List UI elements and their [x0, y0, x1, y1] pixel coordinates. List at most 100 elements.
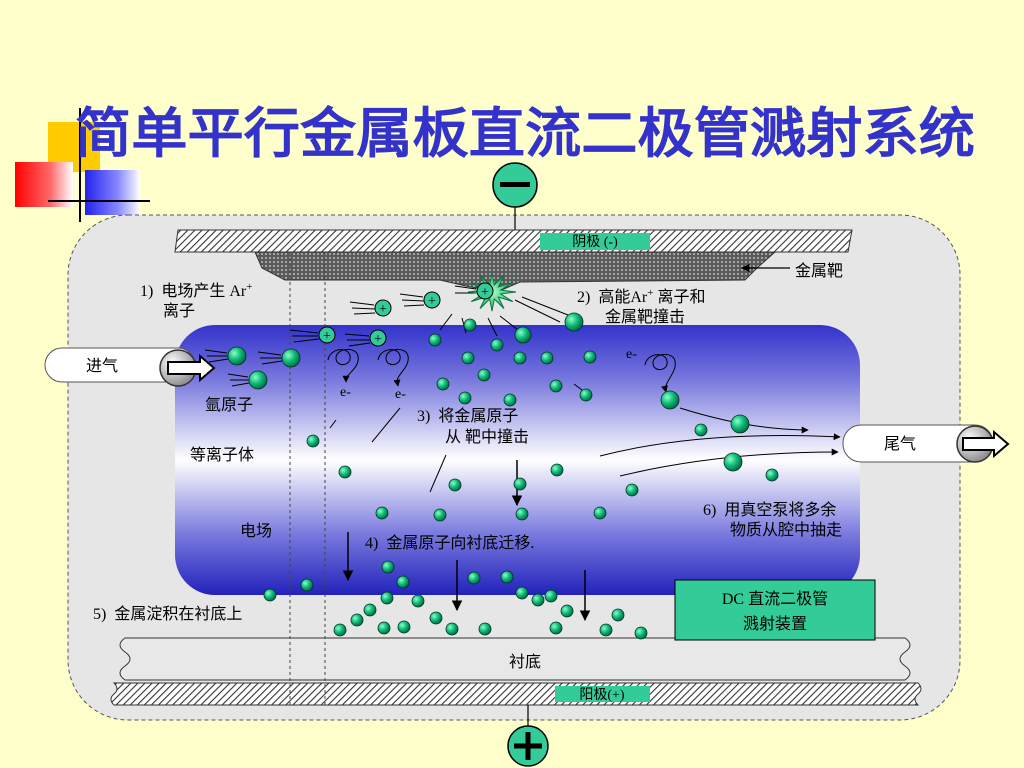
metal-atom: [350, 613, 364, 627]
electron-paths: [327, 349, 676, 393]
cathode-label-box: [540, 233, 650, 250]
metal-atom: [380, 591, 394, 605]
ion-plus-sign: +: [481, 285, 489, 300]
migration-arrows: [342, 460, 591, 622]
anode-label-box: [555, 686, 650, 702]
metal-atom: [478, 622, 492, 636]
metal-atom: [477, 368, 491, 382]
arrow-right-icon: [962, 429, 1010, 459]
device-label-line2: 溅射装置: [743, 615, 807, 633]
metal-atom: [730, 414, 750, 434]
metal-atom: [396, 575, 410, 589]
electron-label: e-: [626, 347, 637, 362]
metal-atom: [515, 507, 529, 521]
argon-ion: +: [369, 329, 387, 347]
metal-atom: [490, 338, 504, 352]
metal-atom: [579, 388, 593, 402]
step-6-line2: 物质从腔中抽走: [730, 521, 842, 539]
ion-plus-sign: +: [323, 329, 331, 344]
anode-plate: [110, 682, 922, 706]
metal-atom: [300, 578, 314, 592]
metal-atom: [333, 623, 347, 637]
inlet-label: 进气: [86, 357, 118, 375]
exhaust-arrow: [599, 433, 841, 457]
metal-atom: [433, 508, 447, 522]
metal-atom: [549, 379, 563, 393]
device-label-box: [674, 579, 876, 641]
metal-atom: [765, 468, 779, 482]
electron-label: e-: [395, 387, 406, 402]
anode-label: 阳极(+): [579, 687, 625, 703]
metal-atom: [467, 571, 481, 585]
metal-atom: [694, 423, 708, 437]
ejection-trajectories: [329, 296, 583, 493]
metal-atom: [583, 350, 597, 364]
metal-atom: [429, 611, 443, 625]
argon-ion: +: [476, 282, 494, 300]
cathode-label: 阴极 (-): [572, 234, 618, 250]
electron-spiral: [644, 354, 676, 393]
metal-atom: [377, 621, 391, 635]
step-1-line2: 离子: [163, 302, 195, 320]
metal-atom: [397, 620, 411, 634]
argon-ion: +: [374, 299, 392, 317]
metal-atom: [560, 604, 574, 618]
step-5-label: 5) 金属淀积在衬底上: [93, 605, 242, 623]
metal-atom: [515, 586, 529, 600]
ion-plus-sign: +: [379, 302, 387, 317]
plus-icon: [507, 725, 549, 767]
metal-atom: [540, 351, 554, 365]
metal-atom: [599, 623, 613, 637]
target-label: 金属靶: [795, 262, 843, 280]
metal-atom: [381, 560, 395, 574]
metal-atom: [611, 608, 625, 622]
ion-plus-sign: +: [428, 294, 436, 309]
electron-label: e-: [340, 385, 351, 400]
plasma-label: 等离子体: [190, 446, 254, 464]
argon-atom: [227, 346, 247, 366]
substrate-label: 衬底: [509, 653, 541, 671]
corner-decoration: [15, 108, 975, 222]
motion-lines: [204, 285, 477, 387]
metal-atom: [549, 621, 563, 635]
metal-atom: [338, 465, 352, 479]
electric-field-label: 电场: [240, 522, 272, 540]
metal-atom: [463, 318, 477, 332]
minus-icon: [492, 162, 538, 208]
argon-atom: [281, 348, 301, 368]
device-label-line1: DC 直流二极管: [722, 590, 828, 608]
metal-atom: [544, 589, 558, 603]
electron-spiral: [327, 349, 359, 383]
metal-atom: [531, 593, 545, 607]
metal-atom: [513, 477, 527, 491]
argon-ion: +: [318, 326, 336, 344]
metal-atom: [306, 434, 320, 448]
metal-atom: [660, 390, 680, 410]
step-4-label: 4) 金属原子向衬底迁移.: [365, 534, 534, 552]
metal-atom: [448, 478, 462, 492]
step-6-label: 6) 用真空泵将多余: [703, 500, 836, 519]
metal-atom: [514, 326, 532, 344]
red-square: [15, 162, 73, 207]
argon-ion: +: [423, 291, 441, 309]
metal-atom: [263, 588, 277, 602]
step-2-line2: 金属靶撞击: [605, 308, 685, 326]
blue-square: [85, 170, 140, 215]
step-3-line2: 从 靶中撞击: [445, 428, 529, 446]
metal-atom: [513, 351, 527, 365]
substrate: [119, 637, 911, 681]
argon-ions: + + + + +: [318, 282, 494, 347]
atoms-layer: [227, 312, 779, 640]
metal-atom: [625, 483, 639, 497]
page-title: 简单平行金属板直流二极管溅射系统: [75, 102, 975, 165]
step-1-label: 1) 电场产生 Ar+: [140, 281, 252, 300]
electron-spiral: [377, 349, 409, 387]
metal-atom: [458, 391, 472, 405]
metal-atom: [500, 570, 514, 584]
metal-atom: [411, 594, 425, 608]
argon-atom-label: 氩原子: [205, 396, 253, 414]
metal-atom: [375, 506, 389, 520]
arrow-right-icon: [167, 353, 216, 383]
metal-atom: [445, 622, 459, 636]
